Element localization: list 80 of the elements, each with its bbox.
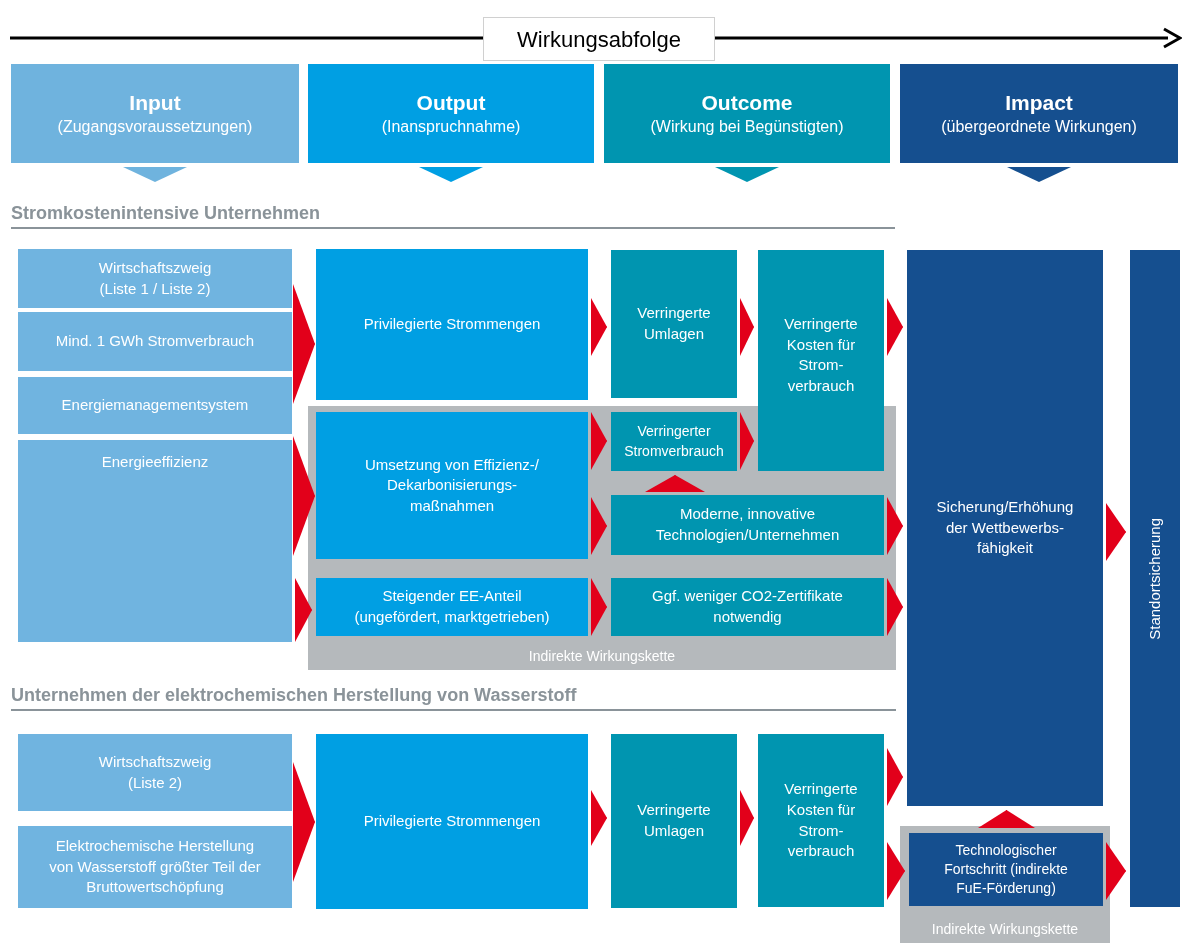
outcome-box xyxy=(758,250,884,471)
chevron-arrow xyxy=(886,842,906,900)
output-box xyxy=(316,734,588,909)
chevron-arrow xyxy=(292,284,316,404)
box-label: Privilegierte Strommengen xyxy=(363,314,541,335)
outcome-box xyxy=(611,250,737,398)
box-label: Privilegierte Strommengen xyxy=(363,811,541,832)
outcome-box xyxy=(611,734,737,908)
box-label: Ggf. weniger CO2-Zertifikate notwendig xyxy=(651,586,844,627)
chevron-arrow xyxy=(590,790,608,846)
stage-header xyxy=(900,64,1178,163)
box-label: Verringerter Stromverbrauch xyxy=(623,422,725,461)
group-label: Indirekte Wirkungskette xyxy=(931,919,1079,939)
stage-header xyxy=(11,64,299,163)
box-label: Wirtschaftszweig (Liste 2) xyxy=(97,751,213,793)
chevron-arrow xyxy=(739,790,755,846)
chevron-arrow xyxy=(645,474,705,493)
section-heading: Unternehmen der elektrochemischen Herstellung von Wasserstoff xyxy=(11,684,896,711)
stage-subtitle: (Inanspruchnahme) xyxy=(380,116,522,137)
chevron-arrow xyxy=(590,412,608,470)
input-box xyxy=(18,826,292,908)
group-panel xyxy=(900,826,1110,943)
box-label: Verringerte Umlagen xyxy=(636,303,712,344)
chevron-arrow xyxy=(590,497,608,555)
section-heading: Stromkostenintensive Unternehmen xyxy=(11,202,895,229)
box-label: Mind. 1 GWh Stromverbrauch xyxy=(55,331,255,352)
stage-subtitle: (Zugangsvoraussetzungen) xyxy=(56,116,254,137)
box-label: Energieeffizienz xyxy=(101,452,209,472)
chevron-arrow xyxy=(294,578,313,642)
stage-title: Input xyxy=(128,90,182,117)
chevron-arrow xyxy=(886,748,904,806)
box-label: Verringerte Kosten für Strom- verbrauch xyxy=(783,314,859,396)
input-box xyxy=(18,734,292,811)
impact-box xyxy=(909,833,1103,906)
stage-subtitle: (übergeordnete Wirkungen) xyxy=(940,116,1138,137)
box-label: Steigender EE-Anteil (ungefördert, marktgetrieben) xyxy=(353,586,551,627)
chevron-arrow xyxy=(1105,842,1127,900)
chevron-arrow xyxy=(590,578,608,636)
chevron-arrow xyxy=(886,578,904,636)
chevron-arrow xyxy=(886,497,904,555)
outcome-box xyxy=(611,495,884,555)
box-label: Umsetzung von Effizienz-/ Dekarbonisierungs- maßnahmen xyxy=(364,454,540,516)
stage-header xyxy=(604,64,890,163)
group-panel xyxy=(308,406,896,670)
output-box xyxy=(316,578,588,636)
input-box xyxy=(18,440,292,642)
box-label: Moderne, innovative Technologien/Unternehmen xyxy=(654,504,841,545)
stage-title: Output xyxy=(415,90,487,117)
sequence-label: Wirkungsabfolge xyxy=(483,17,715,61)
box-label: Verringerte Umlagen xyxy=(636,800,712,841)
input-box xyxy=(18,312,292,371)
chevron-arrow xyxy=(590,298,608,356)
impact-bar xyxy=(1130,250,1180,907)
input-box xyxy=(18,377,292,434)
box-label: Elektrochemische Herstellung von Wasserstoff größter Teil der Bruttowertschöpfung xyxy=(48,836,262,898)
box-label: Wirtschaftszweig (Liste 1 / Liste 2) xyxy=(97,257,213,299)
box-label: Technologischer Fortschritt (indirekte FuE-Förderung) xyxy=(943,840,1069,899)
chevron-arrow xyxy=(739,298,755,356)
chevron-arrow xyxy=(292,436,316,556)
chevron-arrow xyxy=(739,412,755,470)
box-label: Verringerte Kosten für Strom- verbrauch xyxy=(783,779,859,862)
input-box xyxy=(18,249,292,308)
stage-subtitle: (Wirkung bei Begünstigten) xyxy=(649,116,845,137)
box-label: Energiemanagementsystem xyxy=(61,395,249,416)
stage-header xyxy=(308,64,594,163)
chevron-arrow xyxy=(886,298,904,356)
chevron-arrow xyxy=(978,809,1035,829)
outcome-box xyxy=(611,412,737,471)
vertical-label: Standortsicherung xyxy=(1144,517,1164,640)
output-box xyxy=(316,249,588,400)
group-label: Indirekte Wirkungskette xyxy=(528,646,676,666)
chevron-arrow xyxy=(292,762,316,882)
chevron-arrow xyxy=(1105,503,1127,561)
stage-title: Impact xyxy=(1004,90,1074,117)
box-label: Sicherung/Erhöhung der Wettbewerbs- fähigkeit xyxy=(935,497,1075,559)
outcome-box xyxy=(758,734,884,907)
output-box xyxy=(316,412,588,559)
outcome-box xyxy=(611,578,884,636)
impact-box xyxy=(907,250,1103,806)
stage-title: Outcome xyxy=(700,90,794,117)
